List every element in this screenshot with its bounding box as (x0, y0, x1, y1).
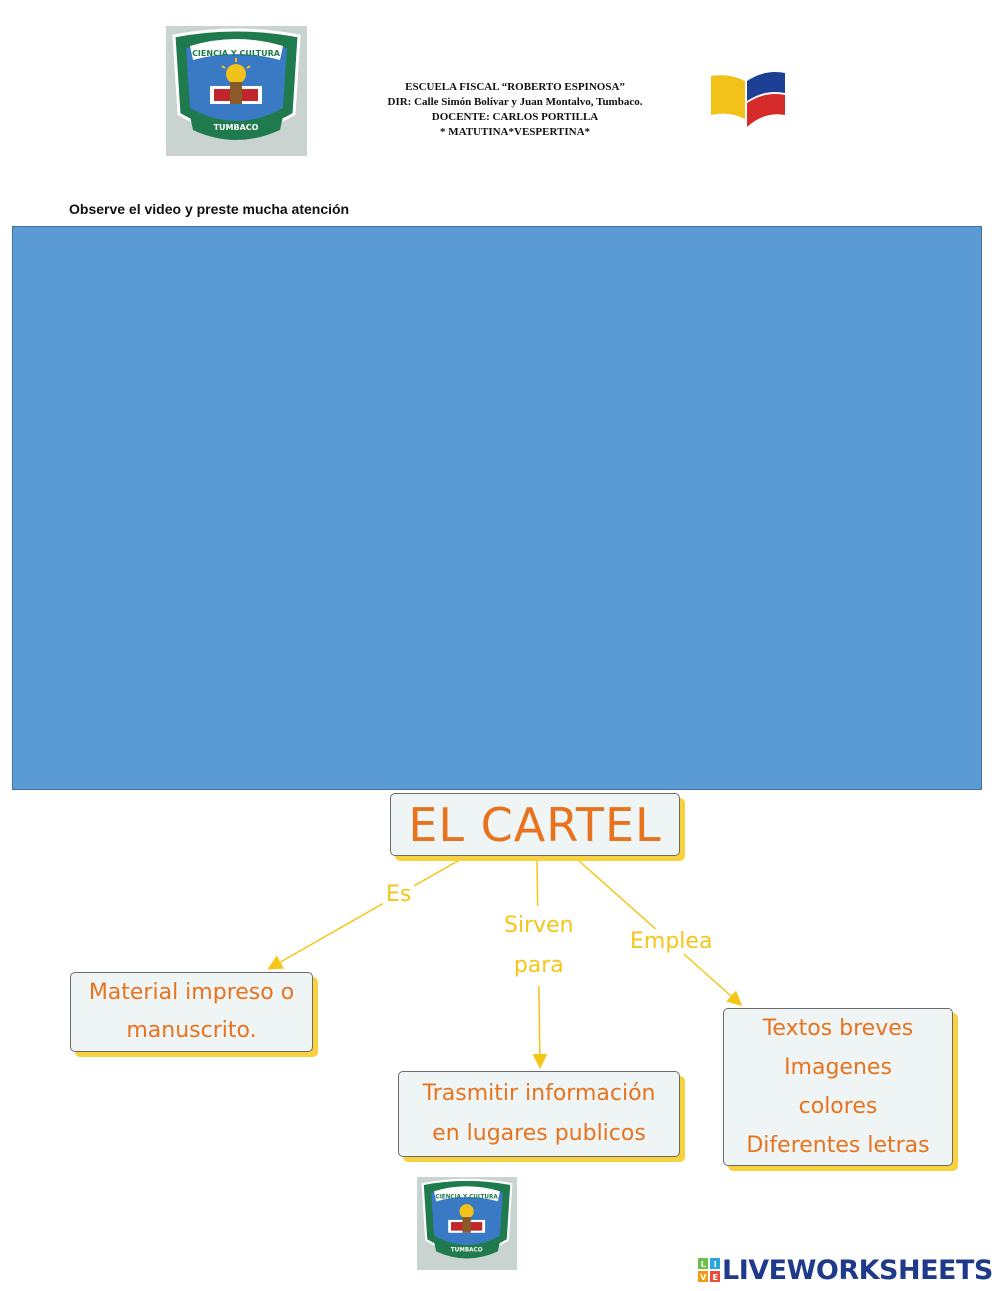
node-line: en lugares publicos (432, 1121, 646, 1146)
school-crest-logo-small: CIENCIA Y CULTURA TUMBACO (417, 1177, 517, 1270)
concept-map-title: EL CARTEL (390, 793, 680, 856)
node-line: Material impreso o (88, 980, 295, 1005)
video-placeholder[interactable] (12, 226, 982, 790)
svg-text:TUMBACO: TUMBACO (214, 123, 259, 132)
node-line: Diferentes letras (746, 1133, 930, 1158)
link-label-line: Sirven (504, 913, 574, 938)
instruction-text: Observe el video y preste mucha atención (69, 201, 350, 217)
node-purpose: Trasmitir información en lugares publico… (398, 1071, 680, 1157)
liveworksheets-brand[interactable]: L I V E LIVEWORKSHEETS (698, 1254, 993, 1286)
node-line: Imagenes (784, 1055, 892, 1080)
node-line: colores (798, 1094, 878, 1119)
svg-text:CIENCIA Y CULTURA: CIENCIA Y CULTURA (192, 49, 281, 58)
svg-text:V: V (700, 1273, 707, 1282)
school-name: ESCUELA FISCAL “ROBERTO ESPINOSA” (405, 81, 625, 93)
connector-es (267, 857, 464, 970)
ministry-book-logo (699, 51, 789, 161)
link-label-sirven-para: Sirven para (501, 906, 577, 986)
node-line: manuscrito. (126, 1018, 257, 1043)
svg-text:TUMBACO: TUMBACO (451, 1247, 483, 1253)
node-line: Textos breves (762, 1016, 914, 1041)
link-label-es: Es (383, 882, 415, 907)
school-header: ESCUELA FISCAL “ROBERTO ESPINOSA” DIR: C… (330, 80, 700, 140)
svg-text:L: L (701, 1260, 706, 1269)
link-label-emplea: Emplea (627, 929, 716, 954)
node-line: Trasmitir información (422, 1081, 656, 1106)
svg-text:I: I (714, 1260, 717, 1269)
liveworksheets-wordmark: LIVEWORKSHEETS (722, 1254, 993, 1286)
teacher-name: DOCENTE: CARLOS PORTILLA (431, 111, 599, 123)
school-crest-logo: CIENCIA Y CULTURA TUMBACO (166, 26, 307, 156)
school-shift: * MATUTINA*VESPERTINA* (439, 126, 591, 138)
school-address: DIR: Calle Simón Bolívar y Juan Montalvo… (387, 96, 643, 108)
node-uses: Textos breves Imagenes colores Diferente… (723, 1008, 953, 1166)
link-label-line: para (513, 953, 564, 978)
node-definition: Material impreso o manuscrito. (70, 972, 313, 1052)
svg-text:E: E (713, 1273, 718, 1282)
liveworksheets-icon: L I V E (698, 1258, 720, 1282)
svg-text:CIENCIA Y CULTURA: CIENCIA Y CULTURA (436, 1194, 499, 1200)
